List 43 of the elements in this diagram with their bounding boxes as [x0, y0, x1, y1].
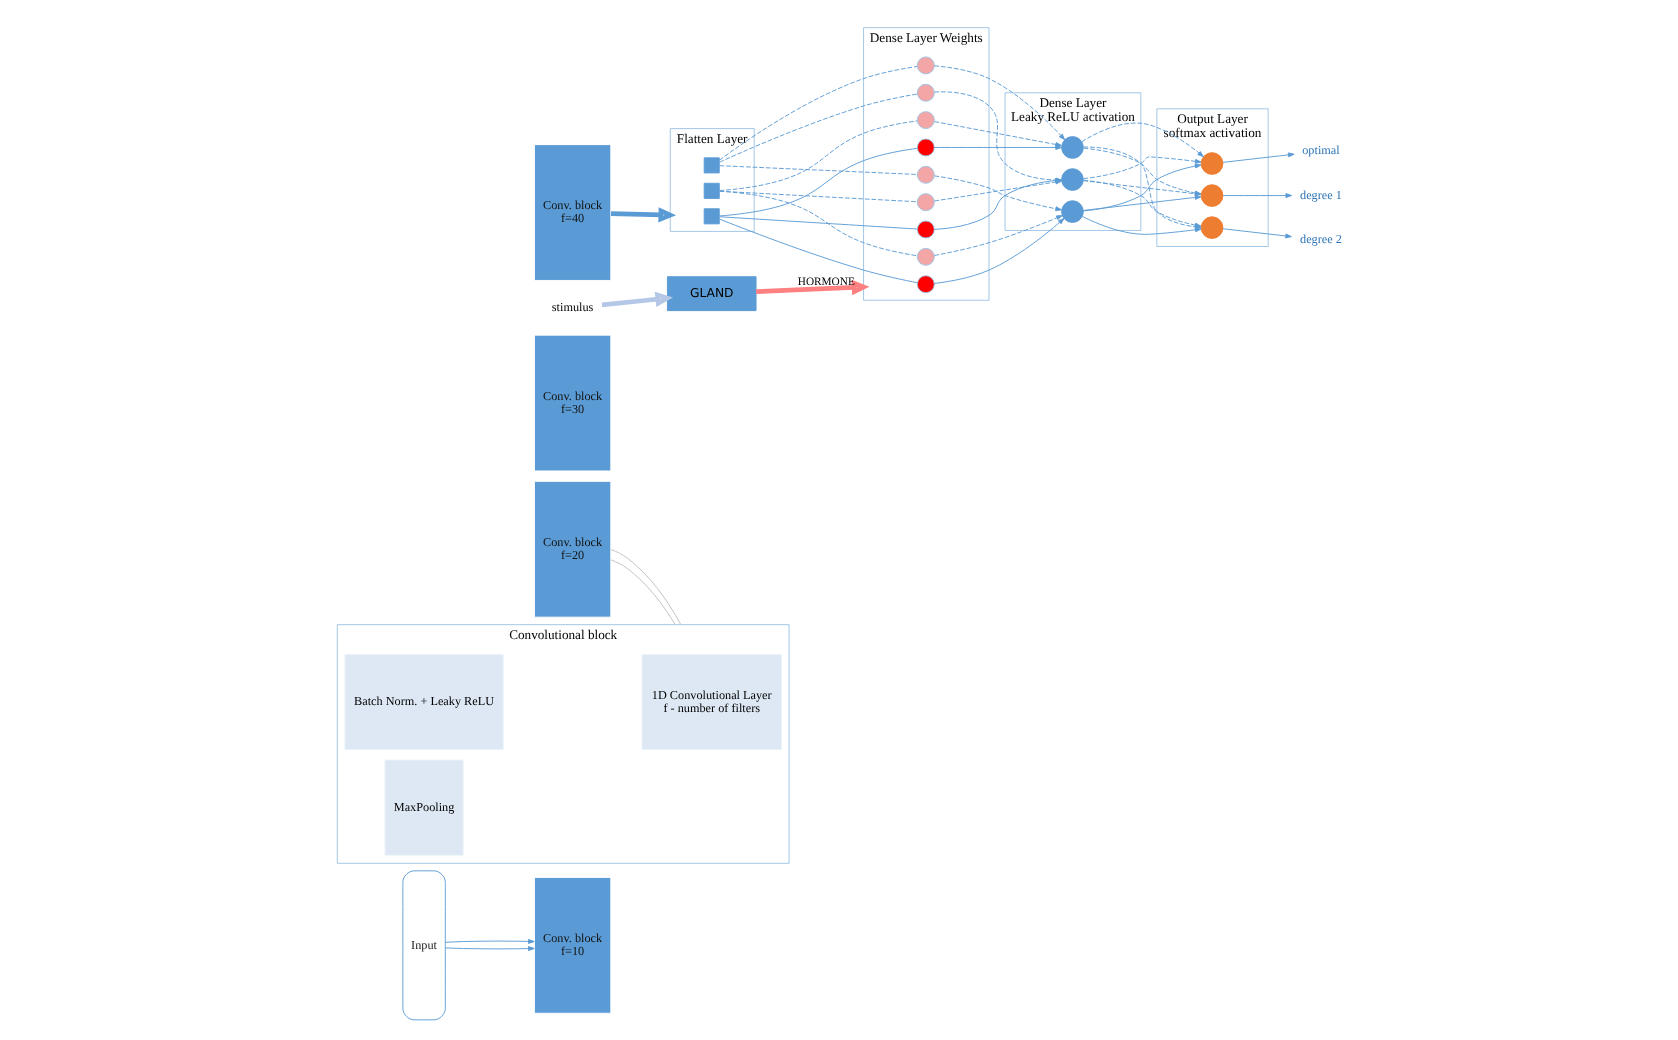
connector [718, 190, 917, 257]
node-circle [1060, 168, 1083, 191]
node-circle [915, 165, 934, 184]
node-circle [915, 193, 934, 212]
node-box [702, 157, 719, 174]
node-circle [1199, 216, 1223, 239]
node-circle [915, 275, 934, 294]
connector [718, 93, 917, 163]
arrow [443, 946, 534, 952]
arrow [1082, 156, 1201, 180]
arrow [1081, 194, 1201, 211]
arrow [600, 291, 673, 308]
arrow [1221, 152, 1294, 163]
node-circle [915, 56, 934, 75]
connector [718, 165, 917, 175]
connector [718, 216, 917, 230]
arrow [933, 121, 1061, 147]
arrow [932, 218, 1064, 284]
node-circle [1199, 152, 1223, 175]
arrow [610, 207, 676, 223]
connector [718, 218, 917, 284]
node-circle [915, 111, 934, 130]
arrow [1221, 193, 1292, 198]
arrow [1080, 122, 1203, 158]
arrow [755, 279, 869, 296]
connector [718, 147, 917, 217]
connector [609, 549, 681, 626]
node-circle [915, 138, 934, 157]
node-circle [915, 247, 934, 266]
node-box [702, 208, 719, 225]
node-circle [1060, 200, 1083, 223]
node-circle [1060, 136, 1083, 159]
node-circle [915, 83, 934, 102]
arrow [443, 939, 534, 944]
arrow [1221, 228, 1291, 239]
node-circle [1199, 184, 1223, 207]
arrow [932, 65, 1065, 141]
connector [718, 120, 917, 191]
node-box [702, 182, 719, 199]
arrow [933, 215, 1062, 256]
connector [609, 559, 675, 626]
node-circle [915, 220, 934, 239]
connector [717, 66, 917, 161]
